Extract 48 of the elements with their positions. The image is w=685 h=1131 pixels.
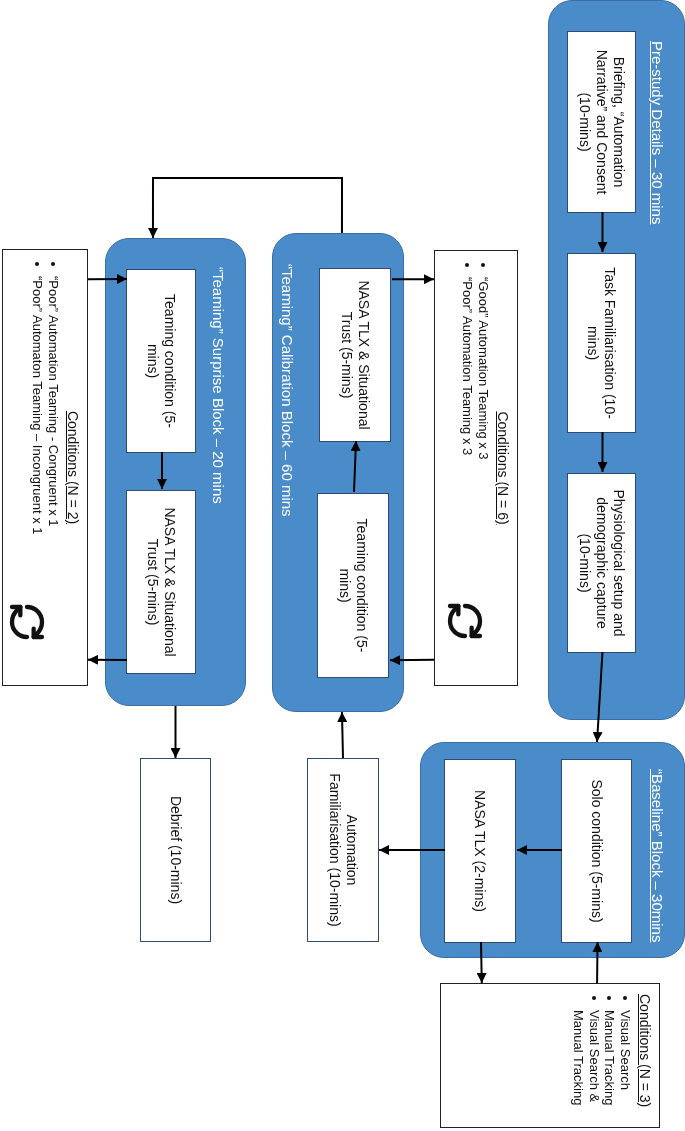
- arrow: [597, 211, 608, 253]
- conditions-heading: Conditions (N = 2): [65, 409, 81, 527]
- arrow: [87, 274, 128, 285]
- arrow: [391, 274, 435, 285]
- arrow: [476, 941, 487, 984]
- bullet-item: Manual Tracking: [601, 994, 618, 1106]
- arrow: [389, 655, 435, 666]
- bullet-item: “Good” Automation Teaming x 3: [475, 261, 491, 460]
- bullet-item: Visual Search: [617, 994, 633, 1090]
- block-panel: [420, 742, 685, 958]
- arrow: [337, 711, 348, 759]
- arrow: [147, 177, 343, 239]
- conditions-heading: Conditions (N = 6): [495, 410, 511, 527]
- conditions-box: [440, 983, 660, 1128]
- process-box: Physiological setup and demographic capture (10-mins): [567, 473, 636, 653]
- block-panel: [105, 238, 246, 706]
- conditions-box: [2, 249, 88, 686]
- block-panel: [272, 233, 404, 712]
- process-box: Briefing, “Automation Narrative” and Consent (10-mins): [567, 31, 636, 213]
- conditions-heading: Conditions (N = 3): [637, 994, 653, 1110]
- block-title: “Teaming” Surprise Block – 20 mins: [210, 267, 227, 504]
- bullet-item: “Poor” Automaton Teaming – Incongruent x 1: [29, 260, 46, 535]
- block-panel: [548, 0, 685, 720]
- block-title: Pre-study Details – 30 mins: [649, 41, 666, 225]
- process-box: NASA TLX & Situational Trust (5-mins): [319, 268, 391, 442]
- process-box: Automation Familiarisation (10-mins): [307, 758, 379, 942]
- arrow: [516, 845, 563, 855]
- arrow: [597, 431, 608, 473]
- arrow: [170, 705, 181, 759]
- process-box: NASA TLX & Situational Trust (5-mins): [126, 490, 196, 674]
- arrow: [87, 654, 128, 665]
- arrow: [592, 941, 603, 984]
- arrow: [157, 451, 167, 490]
- process-box: Solo condition (5-mins): [561, 759, 632, 943]
- process-box: Debrief (10-mins): [140, 758, 211, 942]
- block-title: “Baseline” Block – 30mins: [649, 769, 666, 943]
- process-box: Teaming condition (5-mins): [317, 493, 389, 678]
- bullet-item: “Poor” Automation Teaming - Congruent x 1: [45, 260, 61, 527]
- process-box: Teaming condition (5-mins): [126, 269, 196, 453]
- process-box: Task Familiarisation (10-mins): [567, 253, 636, 433]
- block-title: “Teaming” Calibration Block – 60 mins: [279, 264, 296, 517]
- process-box: NASA TLX (2-mins): [444, 759, 516, 943]
- arrow: [592, 651, 604, 743]
- bullet-item: Visual Search & Manual Tracking: [570, 994, 602, 1117]
- bullet-item: “Poor” Automation Teaming x 3: [459, 261, 476, 456]
- conditions-box: [434, 250, 518, 686]
- arrow: [350, 440, 361, 493]
- arrow: [378, 845, 446, 855]
